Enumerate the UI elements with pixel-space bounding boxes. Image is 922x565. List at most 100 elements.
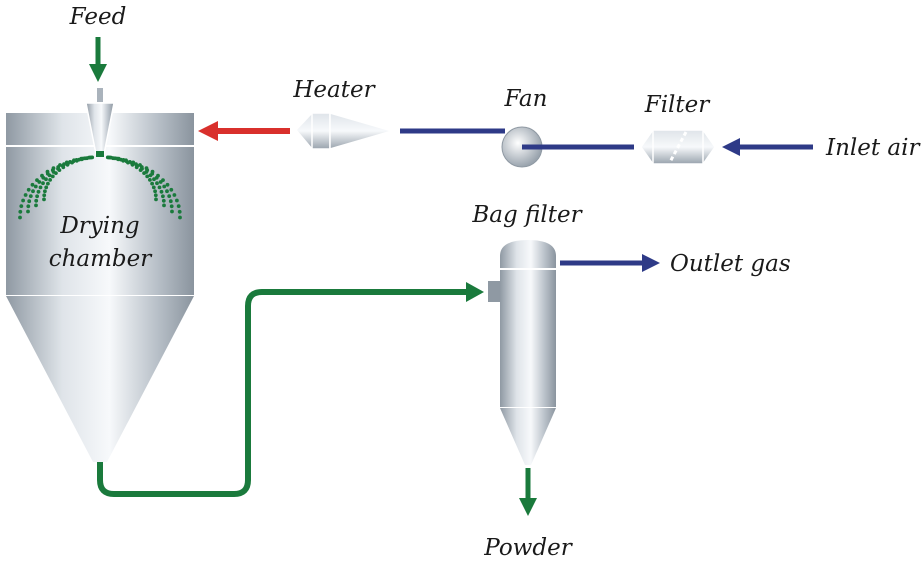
spray-droplet bbox=[50, 174, 55, 179]
spray-droplet bbox=[46, 181, 50, 186]
spray-droplet bbox=[168, 199, 173, 204]
spray-droplets bbox=[18, 155, 182, 220]
spray-droplet bbox=[58, 163, 62, 167]
spray-droplet bbox=[38, 185, 43, 190]
spray-droplet bbox=[127, 160, 132, 164]
spray-droplet bbox=[28, 194, 33, 199]
spray-droplet bbox=[43, 189, 47, 194]
spray-droplet bbox=[26, 204, 31, 209]
product-line bbox=[97, 282, 484, 497]
spray-droplet bbox=[138, 163, 142, 167]
drying-chamber-cone bbox=[6, 296, 194, 462]
spray-droplet bbox=[87, 155, 91, 160]
spray-droplet bbox=[154, 197, 158, 202]
spray-droplet bbox=[26, 187, 31, 192]
spray-droplet bbox=[42, 193, 47, 198]
filter-label: Filter bbox=[644, 92, 712, 118]
drying-chamber: Drying chamber bbox=[6, 88, 194, 462]
spray-droplet bbox=[151, 185, 156, 190]
spray-droplet bbox=[172, 193, 177, 197]
spray-droplet bbox=[167, 194, 172, 199]
feed-label: Feed bbox=[69, 4, 127, 30]
spray-droplet bbox=[153, 189, 158, 194]
bag-filter-label: Bag filter bbox=[471, 202, 583, 228]
fan-label: Fan bbox=[504, 86, 548, 112]
outlet-gas-arrow bbox=[560, 254, 660, 272]
powder-label: Powder bbox=[483, 535, 573, 561]
bag-filter bbox=[488, 240, 556, 465]
spray-droplet bbox=[41, 181, 45, 186]
spray-droplet bbox=[157, 185, 162, 190]
spray-droplet bbox=[178, 215, 182, 220]
spray-droplet bbox=[162, 203, 166, 208]
spray-droplet bbox=[165, 182, 170, 187]
spray-droplet bbox=[150, 169, 155, 174]
drying-chamber-label-line2: chamber bbox=[49, 246, 154, 272]
spray-droplet bbox=[26, 209, 30, 214]
spray-droplet bbox=[31, 189, 35, 194]
spray-droplet bbox=[131, 160, 136, 165]
feed-arrow bbox=[89, 37, 107, 82]
spray-droplet bbox=[19, 204, 24, 209]
spray-droplet bbox=[34, 203, 38, 208]
spray-droplet bbox=[44, 185, 49, 190]
spray-droplet bbox=[45, 169, 50, 174]
spray-droplet bbox=[116, 156, 121, 161]
spray-droplet bbox=[27, 199, 32, 204]
spray-droplet bbox=[62, 162, 66, 167]
bag-filter-inlet-stub bbox=[488, 281, 502, 302]
spray-droplet bbox=[148, 178, 152, 182]
spray-droplet bbox=[36, 189, 41, 194]
spray-droplet bbox=[165, 189, 169, 194]
spray-droplet bbox=[18, 209, 23, 214]
spray-droplet bbox=[170, 209, 174, 214]
spray-droplet bbox=[159, 189, 164, 194]
spray-droplet bbox=[42, 197, 46, 202]
spray-droplet bbox=[169, 187, 174, 192]
spray-droplet bbox=[18, 215, 22, 220]
spray-droplet bbox=[175, 198, 179, 203]
spray-droplet bbox=[109, 155, 113, 160]
spray-droplet bbox=[169, 204, 174, 209]
spray-droplet bbox=[34, 198, 39, 203]
spray-droplet bbox=[35, 178, 39, 183]
spray-droplet bbox=[155, 181, 159, 186]
spray-droplet bbox=[145, 174, 150, 179]
spray-droplet bbox=[48, 178, 52, 182]
spray-droplet bbox=[30, 182, 35, 187]
heater bbox=[294, 112, 395, 150]
spray-droplet bbox=[40, 173, 44, 178]
atomizer-tip bbox=[96, 151, 104, 157]
spray-droplet bbox=[51, 166, 56, 171]
spray-droplet bbox=[21, 198, 25, 203]
spray-droplet bbox=[64, 160, 69, 165]
spray-droplet bbox=[177, 209, 182, 214]
inlet-air-label: Inlet air bbox=[825, 135, 921, 161]
outlet-gas-label: Outlet gas bbox=[670, 251, 791, 277]
spray-droplet bbox=[134, 162, 138, 167]
spray-droplet bbox=[72, 158, 76, 163]
spray-droplet bbox=[35, 194, 39, 199]
spray-droplet bbox=[156, 173, 160, 178]
spray-droplet bbox=[162, 184, 167, 189]
spray-droplet bbox=[68, 160, 72, 164]
spray-droplet bbox=[144, 166, 149, 171]
drying-chamber-body bbox=[6, 146, 194, 296]
spray-droplet bbox=[124, 158, 128, 163]
feed-pipe-stub bbox=[97, 88, 103, 102]
air-filter bbox=[640, 129, 716, 165]
spray-droplet bbox=[150, 181, 155, 186]
spray-droplet bbox=[161, 198, 166, 203]
spray-droplet bbox=[161, 194, 165, 199]
spray-droplet bbox=[153, 193, 158, 198]
spray-droplet bbox=[23, 193, 28, 197]
spray-droplet bbox=[161, 178, 165, 183]
inlet-air-arrow bbox=[722, 138, 813, 156]
spray-droplet bbox=[33, 184, 38, 189]
drying-chamber-label-line1: Drying bbox=[59, 213, 139, 239]
powder-arrow bbox=[519, 468, 537, 516]
spray-droplet bbox=[176, 204, 181, 209]
hot-air-arrow bbox=[198, 121, 290, 141]
spray-droplet bbox=[79, 156, 84, 161]
